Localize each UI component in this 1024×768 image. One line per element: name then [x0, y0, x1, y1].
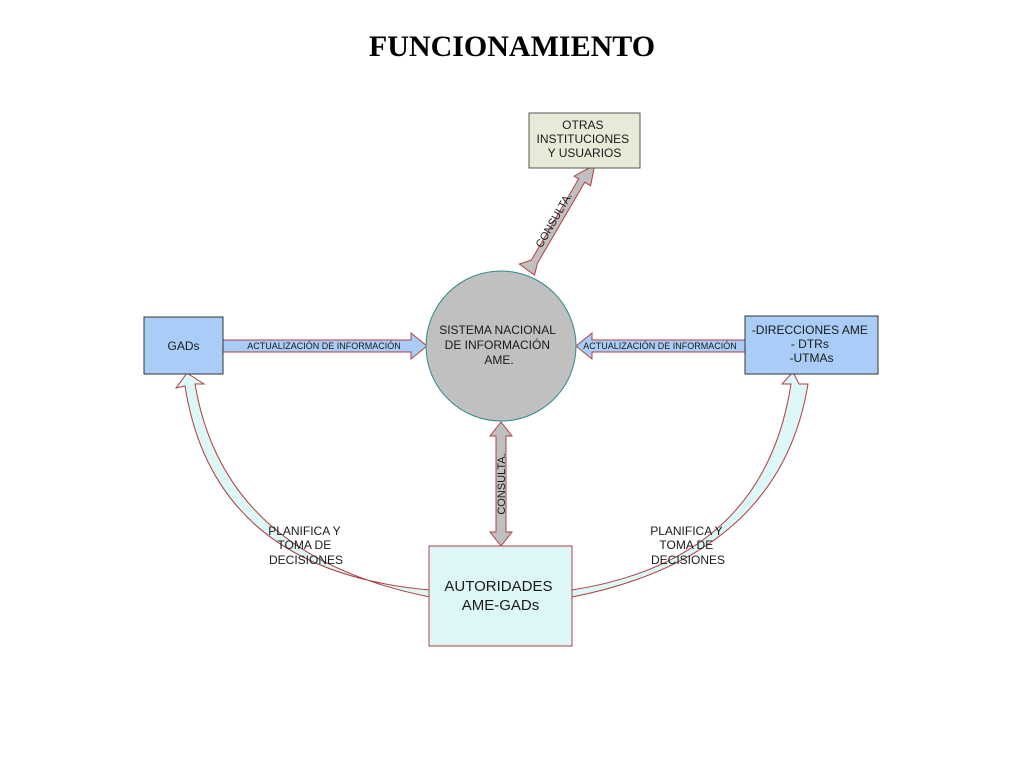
- gads-box: [143, 316, 224, 375]
- node-direcciones-ame: -DIRECCIONES AME - DTRs -UTMAs: [744, 315, 879, 375]
- actualizacion-left-label: ACTUALIZACIÓN DE INFORMACIÓN: [247, 341, 401, 351]
- actualizacion-arrow-right: [575, 331, 746, 361]
- direcciones-ame-box: [744, 315, 879, 375]
- consulta-bottom-label: CONSULTA.: [496, 453, 508, 514]
- actualizacion-right-label: ACTUALIZACIÓN DE INFORMACIÓN: [583, 341, 737, 351]
- node-sistema-nacional: SISTEMA NACIONAL DE INFORMACIÓN AME.: [425, 270, 577, 422]
- planifica-right-label: PLANIFICA Y TOMA DE DECISIONES: [650, 524, 726, 567]
- actualizacion-arrow-left: [222, 331, 428, 361]
- autoridades-label: AUTORIDADES AME-GADs: [444, 578, 556, 614]
- consulta-top-label: CONSULTA.: [534, 191, 575, 250]
- sistema-nacional-circle: [425, 270, 577, 422]
- direcciones-ame-label: -DIRECCIONES AME - DTRs -UTMAs: [752, 323, 871, 365]
- sistema-nacional-label: SISTEMA NACIONAL DE INFORMACIÓN AME.: [439, 323, 559, 367]
- consulta-arrow-top: [518, 164, 596, 276]
- autoridades-box: [428, 545, 573, 647]
- planifica-arrow-left: [174, 372, 431, 598]
- node-autoridades: AUTORIDADES AME-GADs: [428, 545, 573, 647]
- node-otras-instituciones: OTRAS INSTITUCIONES Y USUARIOS: [528, 112, 641, 169]
- otras-instituciones-box: [528, 112, 641, 169]
- gads-label: GADs: [167, 339, 199, 353]
- otras-instituciones-label: OTRAS INSTITUCIONES Y USUARIOS: [536, 118, 632, 160]
- node-gads: GADs: [143, 316, 224, 375]
- page-title: FUNCIONAMIENTO: [368, 30, 656, 63]
- planifica-left-label: PLANIFICA Y TOMA DE DECISIONES: [268, 524, 344, 567]
